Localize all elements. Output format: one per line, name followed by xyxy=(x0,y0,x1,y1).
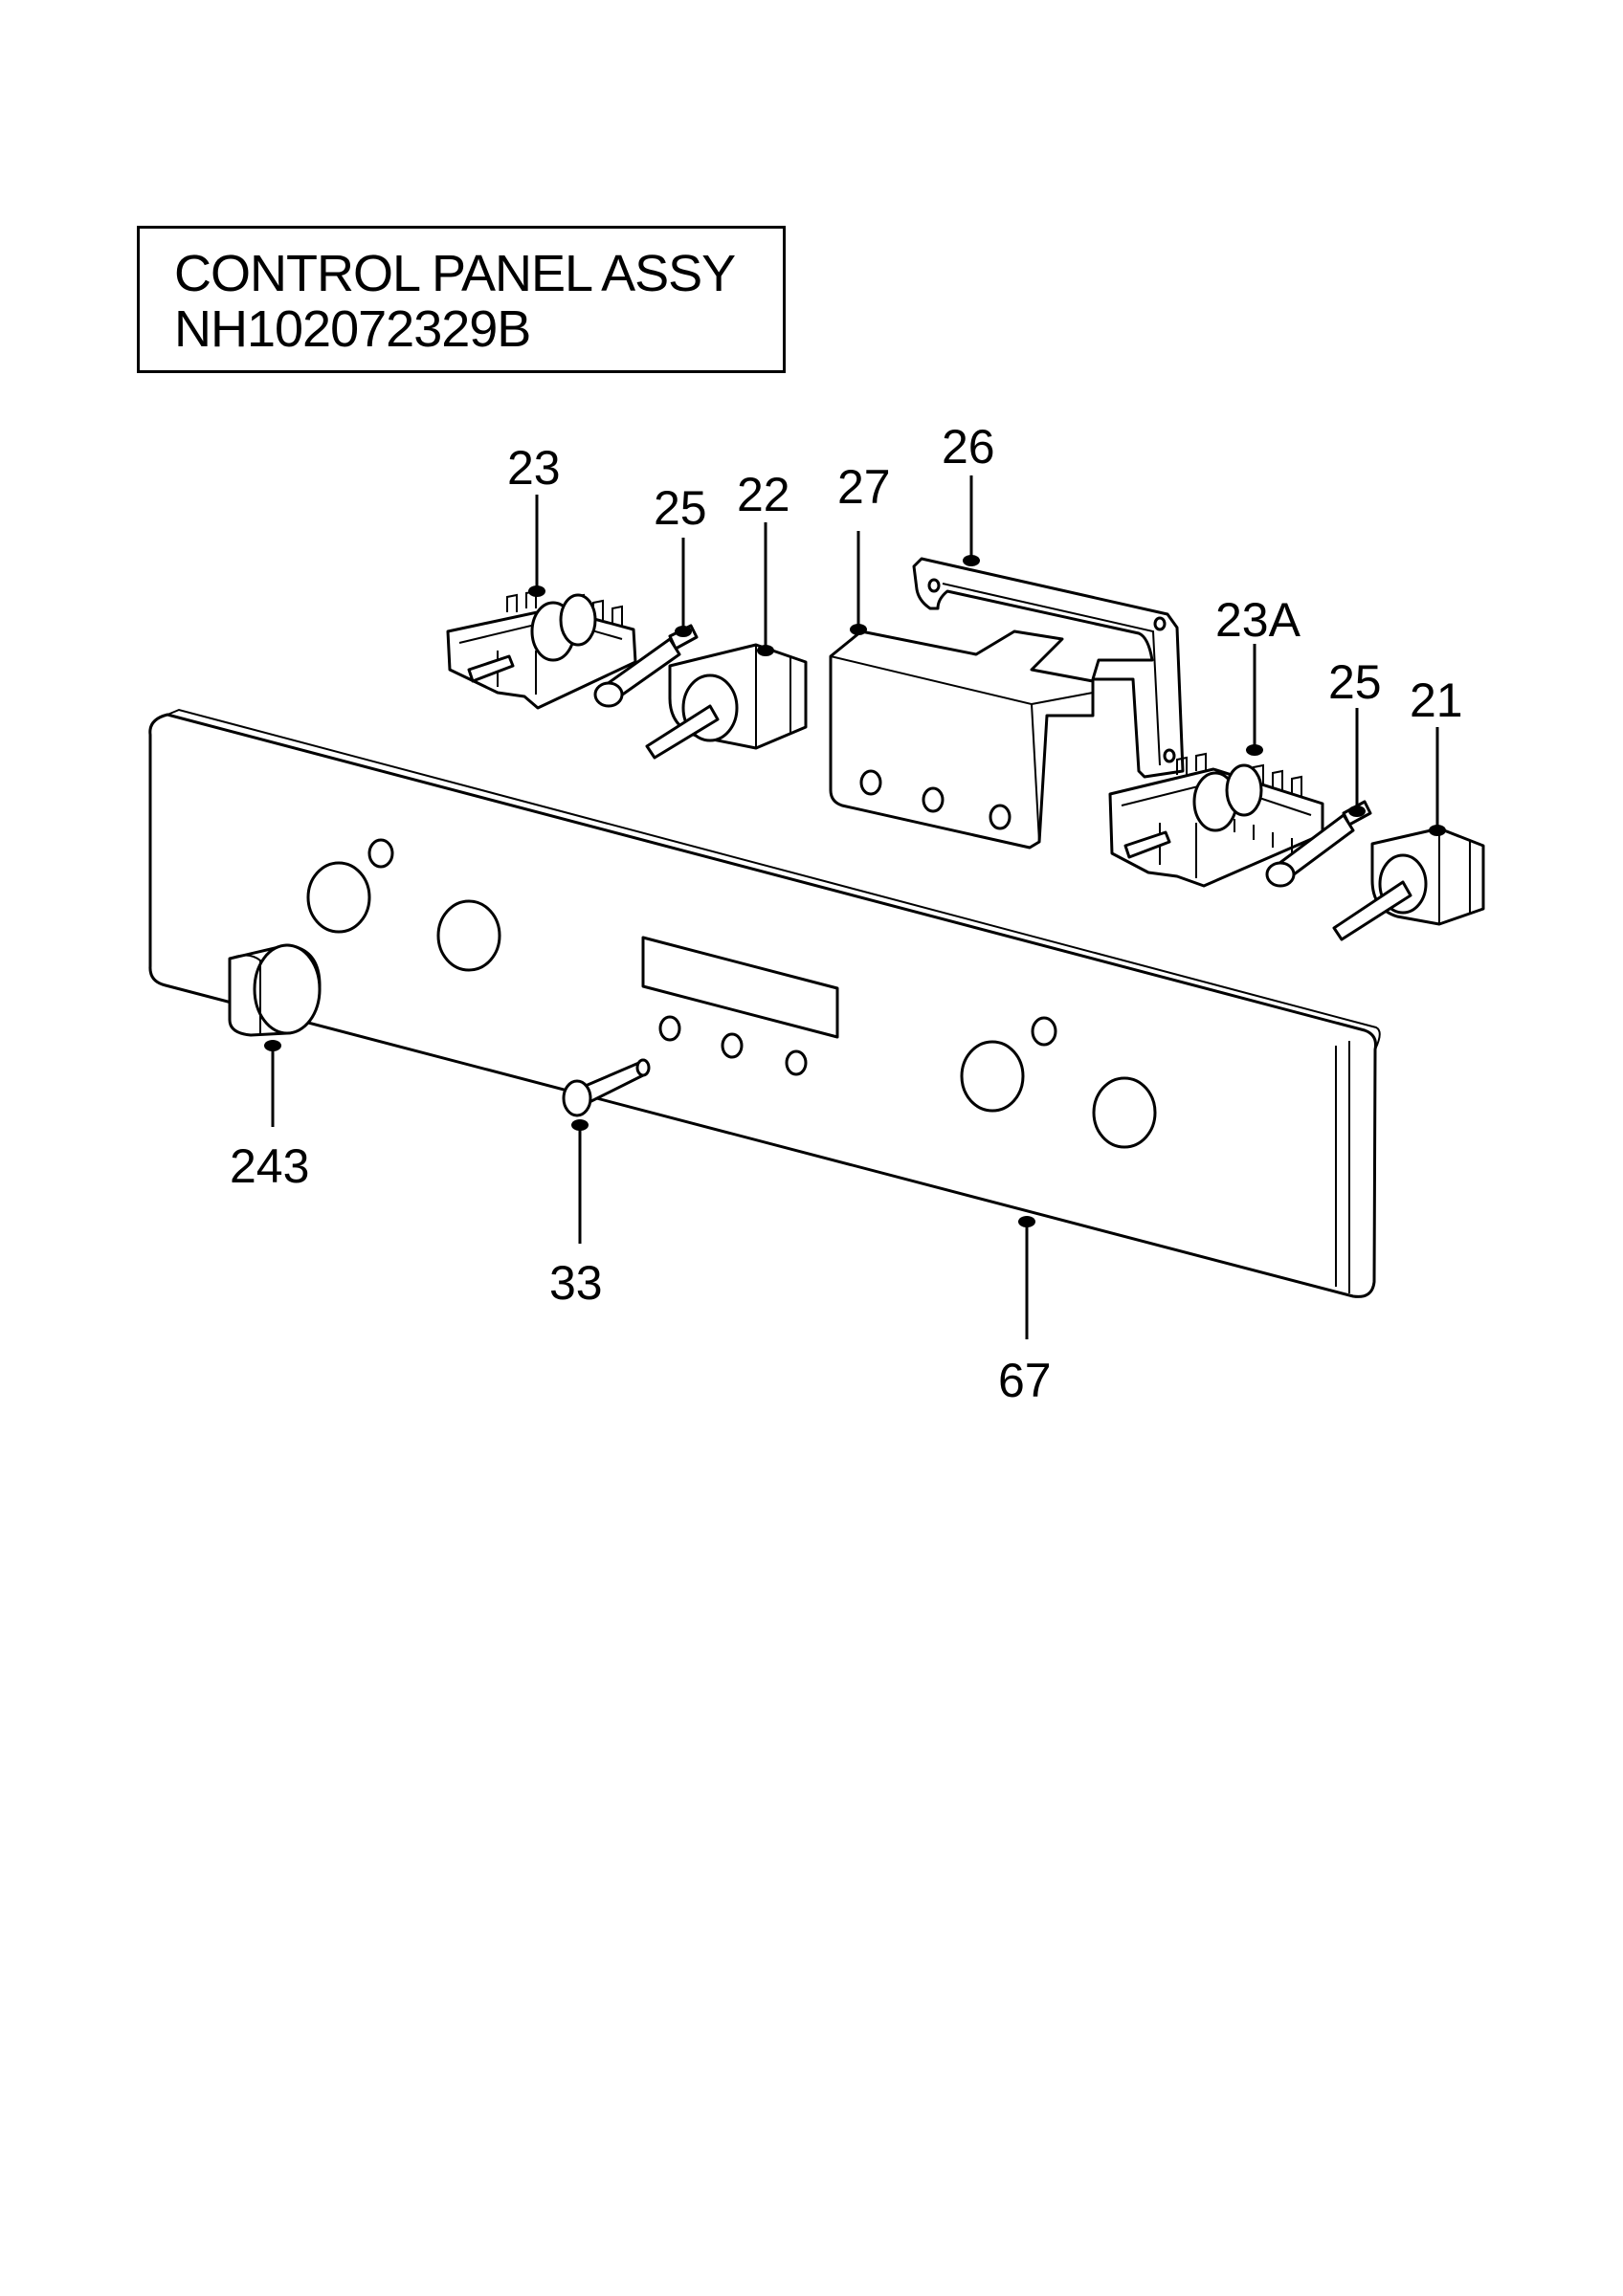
control-panel-fascia[interactable] xyxy=(148,708,1381,1298)
assembly-part-number: NH102072329B xyxy=(174,300,531,358)
dot-26 xyxy=(963,555,980,566)
callout-67: 67 xyxy=(998,1354,1052,1407)
dot-33 xyxy=(571,1119,589,1131)
dot-22 xyxy=(757,645,774,656)
rotary-switch-left[interactable] xyxy=(446,589,637,710)
callout-22: 22 xyxy=(737,468,790,521)
callout-23A: 23A xyxy=(1215,593,1301,647)
dot-21 xyxy=(1429,825,1446,836)
timer-bracket[interactable] xyxy=(912,557,1185,779)
dot-23A xyxy=(1246,744,1263,756)
dot-25a xyxy=(675,626,692,637)
callout-21: 21 xyxy=(1410,673,1463,727)
callout-27: 27 xyxy=(837,460,891,514)
callout-23: 23 xyxy=(507,441,561,495)
dot-67 xyxy=(1018,1216,1035,1227)
callout-26: 26 xyxy=(942,420,995,474)
callout-243: 243 xyxy=(230,1139,309,1193)
callout-33: 33 xyxy=(549,1256,603,1310)
callout-25: 25 xyxy=(1328,655,1382,709)
dot-25b xyxy=(1348,806,1366,817)
control-knob[interactable] xyxy=(228,943,322,1037)
dot-27 xyxy=(850,624,867,635)
dot-23 xyxy=(528,585,545,597)
dot-243 xyxy=(264,1040,281,1051)
callout-25: 25 xyxy=(654,481,707,535)
switch-21[interactable] xyxy=(1332,827,1485,941)
title-box: CONTROL PANEL ASSY NH102072329B xyxy=(137,226,786,373)
thermostat-switch-22[interactable] xyxy=(645,643,808,760)
assembly-title: CONTROL PANEL ASSY xyxy=(174,245,736,302)
push-button[interactable] xyxy=(562,1058,651,1117)
rotary-switch-right[interactable] xyxy=(1108,752,1324,888)
timer-module[interactable] xyxy=(829,629,1095,850)
